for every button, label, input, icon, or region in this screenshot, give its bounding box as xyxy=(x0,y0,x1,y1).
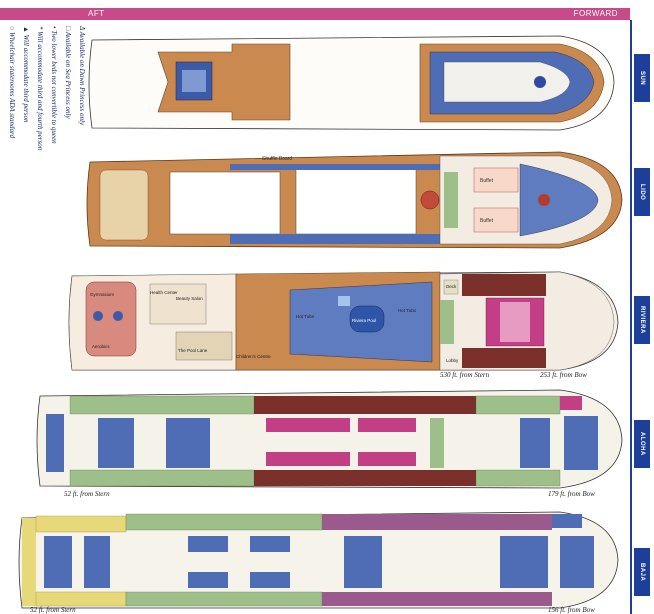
deck-tab-lido[interactable]: LIDO xyxy=(634,168,650,216)
aft-label: AFT xyxy=(88,9,105,18)
aloha-measure-stern: 52 ft. from Stern xyxy=(64,490,110,498)
riviera-measure-bow: 253 ft. from Bow xyxy=(540,371,587,379)
label-buffet: Buffet xyxy=(480,218,494,224)
label-pool-lane: The Pool Lane xyxy=(178,348,208,353)
label-beauty-salon: Beauty Salon xyxy=(176,296,203,301)
deck-plans-svg: Shuffle Board Buffet Buffet Gymnasium He… xyxy=(18,35,623,609)
right-rule xyxy=(630,20,632,614)
label-shuffle-board: Shuffle Board xyxy=(262,156,292,162)
forward-label: FORWARD xyxy=(573,9,618,18)
header-bar: AFT FORWARD xyxy=(0,8,630,20)
label-health-center: Health Center xyxy=(150,290,178,295)
lido-deck[interactable] xyxy=(86,151,623,249)
deck-tab-riviera[interactable]: RIVIERA xyxy=(634,296,650,344)
deck-tab-baja[interactable]: BAJA xyxy=(634,548,650,596)
label-buffet: Buffet xyxy=(480,178,494,184)
baja-measure-bow: 156 ft. from Bow xyxy=(548,606,595,614)
aloha-measure-bow: 179 ft. from Bow xyxy=(548,490,595,498)
label-deck: Deck xyxy=(446,284,457,289)
riviera-deck[interactable] xyxy=(68,271,619,371)
label-aerobics: Aerobics xyxy=(92,344,110,349)
sun-deck[interactable] xyxy=(88,35,615,131)
label-hot-tubs: Hot Tubs xyxy=(296,314,315,319)
deck-tab-aloha[interactable]: ALOHA xyxy=(634,420,650,468)
aloha-deck[interactable] xyxy=(36,389,623,489)
label-hot-tubs: Hot Tubs xyxy=(398,308,417,313)
label-lobby: Lobby xyxy=(446,358,459,363)
riviera-measure-stern: 530 ft. from Stern xyxy=(440,371,490,379)
deck-tab-sun[interactable]: SUN xyxy=(634,54,650,102)
label-gymnasium: Gymnasium xyxy=(90,292,114,297)
label-riviera-pool: Riviera Pool xyxy=(352,318,376,323)
baja-measure-stern: 52 ft. from Stern xyxy=(30,606,76,614)
label-childrens-centre: Children's Centre xyxy=(236,354,271,359)
baja-deck[interactable] xyxy=(18,511,619,609)
